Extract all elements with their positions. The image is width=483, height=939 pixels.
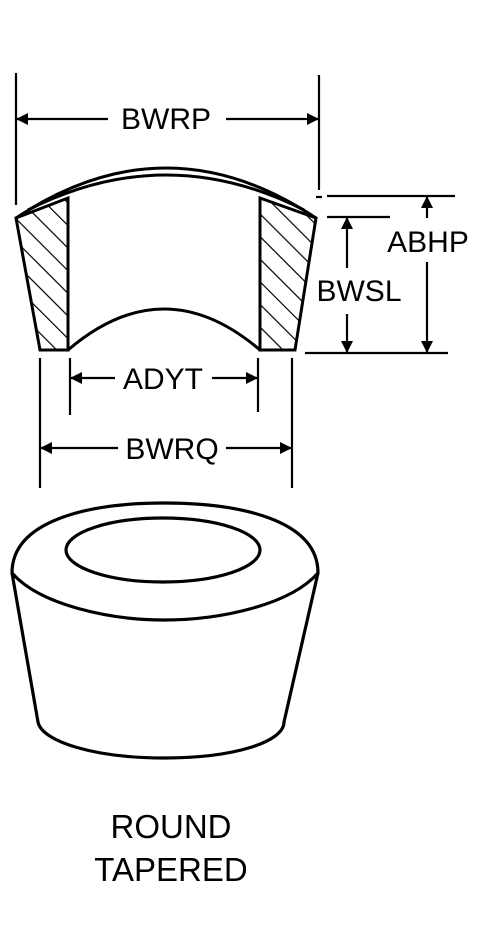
top-inner-arc [27,173,305,212]
abhp-label: ABHP [387,226,469,259]
dimension-lines [14,73,455,488]
cross-section-view [14,166,318,352]
bwsl-label: BWSL [316,275,401,308]
bwrq-label: BWRQ [125,433,218,466]
bottom-bore-arc [67,307,261,352]
top-outer-arc [15,166,317,220]
perspective-view [10,501,320,760]
bwrp-label: BWRP [121,103,211,136]
adyt-label: ADYT [123,363,203,396]
top-rim-edge [10,571,320,622]
caption-line-2: TAPERED [94,851,247,888]
right-wall-hatch [258,195,318,352]
left-wall-hatch [14,195,70,352]
caption-line-1: ROUND [111,808,232,845]
bore-opening [64,516,262,584]
